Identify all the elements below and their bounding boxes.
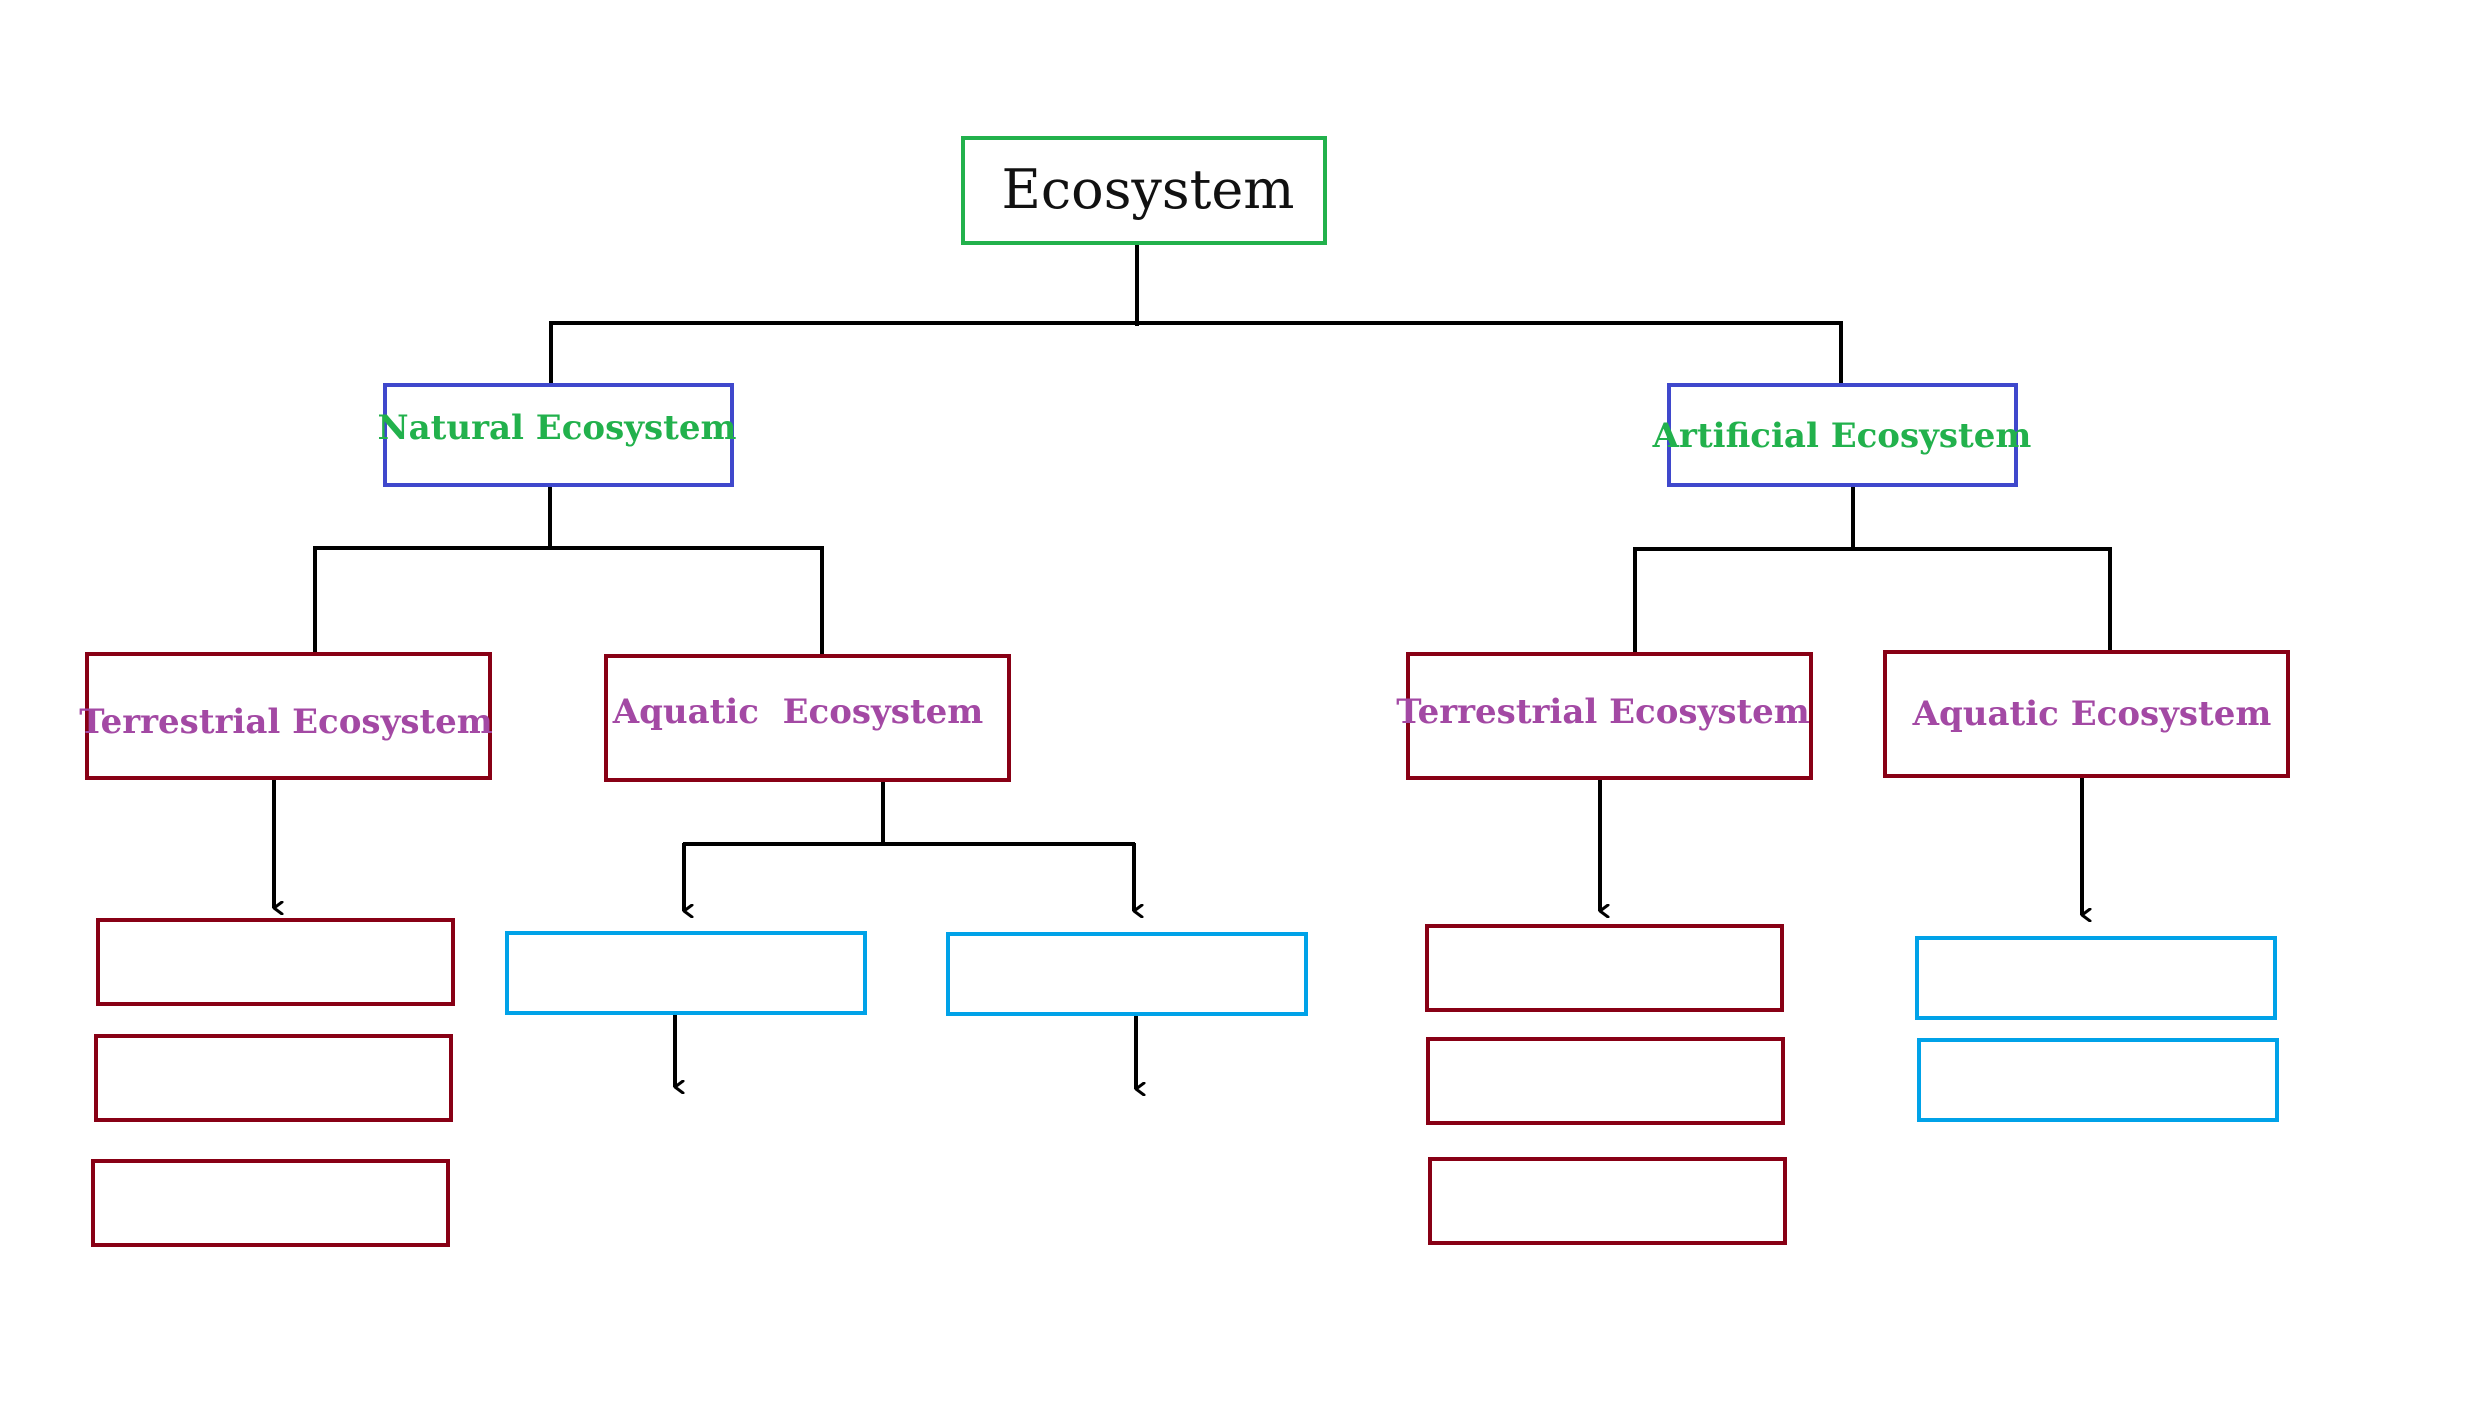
empty-box-natural-aquatic-right	[946, 932, 1308, 1016]
node-natural-ecosystem-label: Natural Ecosystem	[378, 408, 737, 448]
node-natural-aquatic-label: Aquatic Ecosystem	[612, 692, 984, 732]
node-ecosystem-label: Ecosystem	[1002, 158, 1295, 221]
node-artificial-terrestrial-label: Terrestrial Ecosystem	[1396, 692, 1810, 732]
node-natural-ecosystem: Natural Ecosystem	[378, 383, 737, 487]
node-natural-aquatic: Aquatic Ecosystem	[604, 654, 1011, 782]
node-natural-terrestrial-box	[85, 652, 492, 780]
empty-box-artificial-terrestrial-1	[1425, 924, 1784, 1012]
node-artificial-aquatic: Aquatic Ecosystem	[1883, 650, 2290, 778]
node-ecosystem-box	[961, 136, 1327, 245]
node-natural-aquatic-box	[604, 654, 1011, 782]
connector-lines	[313, 242, 2112, 846]
empty-boxes-natural-terrestrial	[91, 918, 455, 1247]
empty-boxes-natural-aquatic	[505, 931, 1308, 1016]
node-artificial-ecosystem-box	[1667, 383, 2018, 487]
empty-box-artificial-aquatic-1	[1915, 936, 2277, 1020]
node-artificial-ecosystem: Artificial Ecosystem	[1652, 383, 2032, 487]
node-artificial-terrestrial: Terrestrial Ecosystem	[1396, 652, 1813, 780]
node-artificial-aquatic-label: Aquatic Ecosystem	[1912, 694, 2272, 734]
empty-box-natural-terrestrial-2	[94, 1034, 453, 1122]
empty-box-natural-aquatic-left	[505, 931, 867, 1015]
node-artificial-terrestrial-box	[1406, 652, 1813, 780]
empty-box-natural-terrestrial-1	[96, 918, 455, 1006]
empty-box-artificial-aquatic-2	[1917, 1038, 2279, 1122]
node-ecosystem: Ecosystem	[961, 136, 1327, 245]
empty-box-natural-terrestrial-3	[91, 1159, 450, 1247]
node-artificial-aquatic-box	[1883, 650, 2290, 778]
empty-boxes-artificial-aquatic	[1915, 936, 2279, 1122]
empty-boxes-artificial-terrestrial	[1425, 924, 1787, 1245]
arrows	[272, 778, 2082, 1089]
node-natural-ecosystem-box	[383, 383, 734, 487]
node-natural-terrestrial: Terrestrial Ecosystem	[79, 652, 493, 780]
node-artificial-ecosystem-label: Artificial Ecosystem	[1652, 416, 2032, 456]
node-natural-terrestrial-label: Terrestrial Ecosystem	[79, 702, 493, 742]
empty-box-artificial-terrestrial-2	[1426, 1037, 1785, 1125]
empty-box-artificial-terrestrial-3	[1428, 1157, 1787, 1245]
